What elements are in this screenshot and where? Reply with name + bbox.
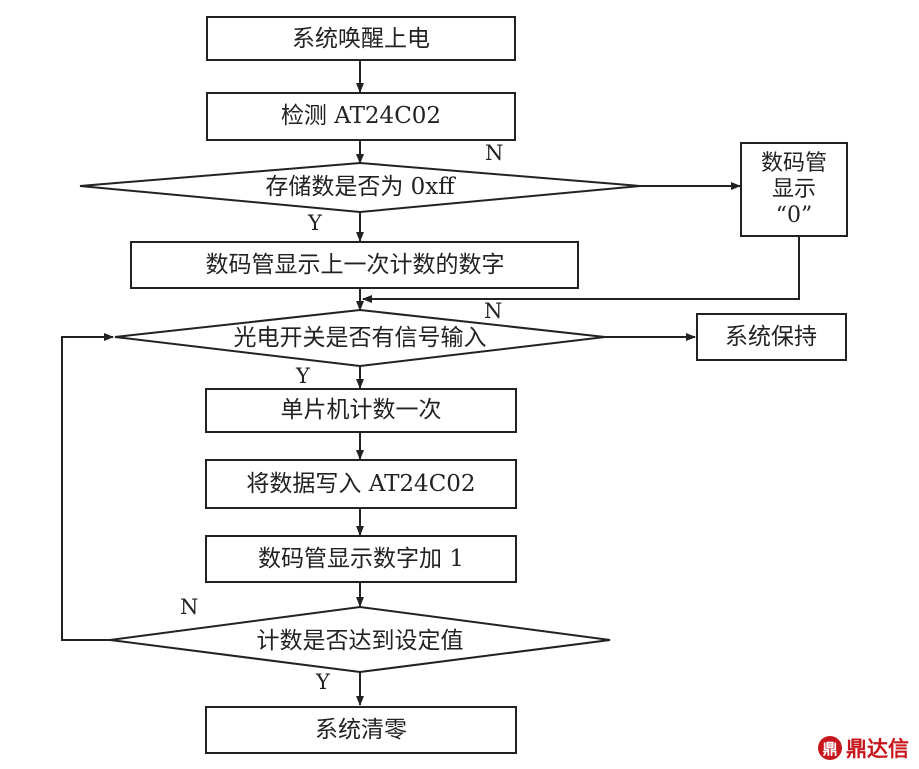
decision-check-target: 计数是否达到设定值 (109, 605, 611, 674)
node-display-plus: 数码管显示数字加 1 (205, 535, 517, 583)
label-target-no: N (180, 595, 198, 619)
node-system-hold: 系统保持 (696, 313, 847, 361)
node-wake-label: 系统唤醒上电 (292, 26, 430, 52)
node-count-once-label: 单片机计数一次 (281, 397, 442, 423)
watermark: 鼎 鼎达信 (818, 733, 909, 763)
node-write-data-label: 将数据写入 AT24C02 (246, 471, 475, 497)
node-display-zero-line2: 显示 (772, 177, 816, 202)
node-display-plus-label: 数码管显示数字加 1 (258, 546, 464, 572)
decision-check-storage: 存储数是否为 0xff (79, 161, 641, 214)
node-wake: 系统唤醒上电 (206, 16, 516, 61)
watermark-text: 鼎达信 (846, 737, 909, 761)
label-signal-yes: Y (295, 364, 311, 388)
label-target-yes: Y (315, 670, 331, 694)
node-display-last: 数码管显示上一次计数的数字 (130, 241, 579, 289)
node-detect: 检测 AT24C02 (206, 92, 516, 141)
decision-check-signal: 光电开关是否有信号输入 (114, 308, 606, 368)
node-detect-label: 检测 AT24C02 (281, 103, 441, 129)
label-storage-yes: Y (307, 211, 323, 235)
node-display-zero-line3: “0” (776, 203, 813, 228)
node-write-data: 将数据写入 AT24C02 (205, 459, 517, 509)
edge-display-zero-return (362, 236, 800, 303)
decision-check-signal-label: 光电开关是否有信号输入 (234, 325, 487, 351)
node-system-hold-label: 系统保持 (725, 324, 817, 350)
label-signal-no: N (484, 299, 502, 323)
label-storage-no: N (485, 141, 503, 165)
node-display-last-label: 数码管显示上一次计数的数字 (206, 252, 505, 278)
node-system-clear-label: 系统清零 (315, 717, 407, 743)
node-system-clear: 系统清零 (205, 706, 517, 754)
node-display-zero-line1: 数码管 (761, 151, 827, 176)
edge-check-target-no-loop (61, 333, 114, 641)
node-display-zero: 数码管 显示 “0” (740, 142, 848, 237)
decision-check-storage-label: 存储数是否为 0xff (265, 174, 456, 200)
node-count-once: 单片机计数一次 (205, 388, 517, 433)
watermark-logo: 鼎 (818, 736, 842, 760)
decision-check-target-label: 计数是否达到设定值 (257, 628, 464, 654)
